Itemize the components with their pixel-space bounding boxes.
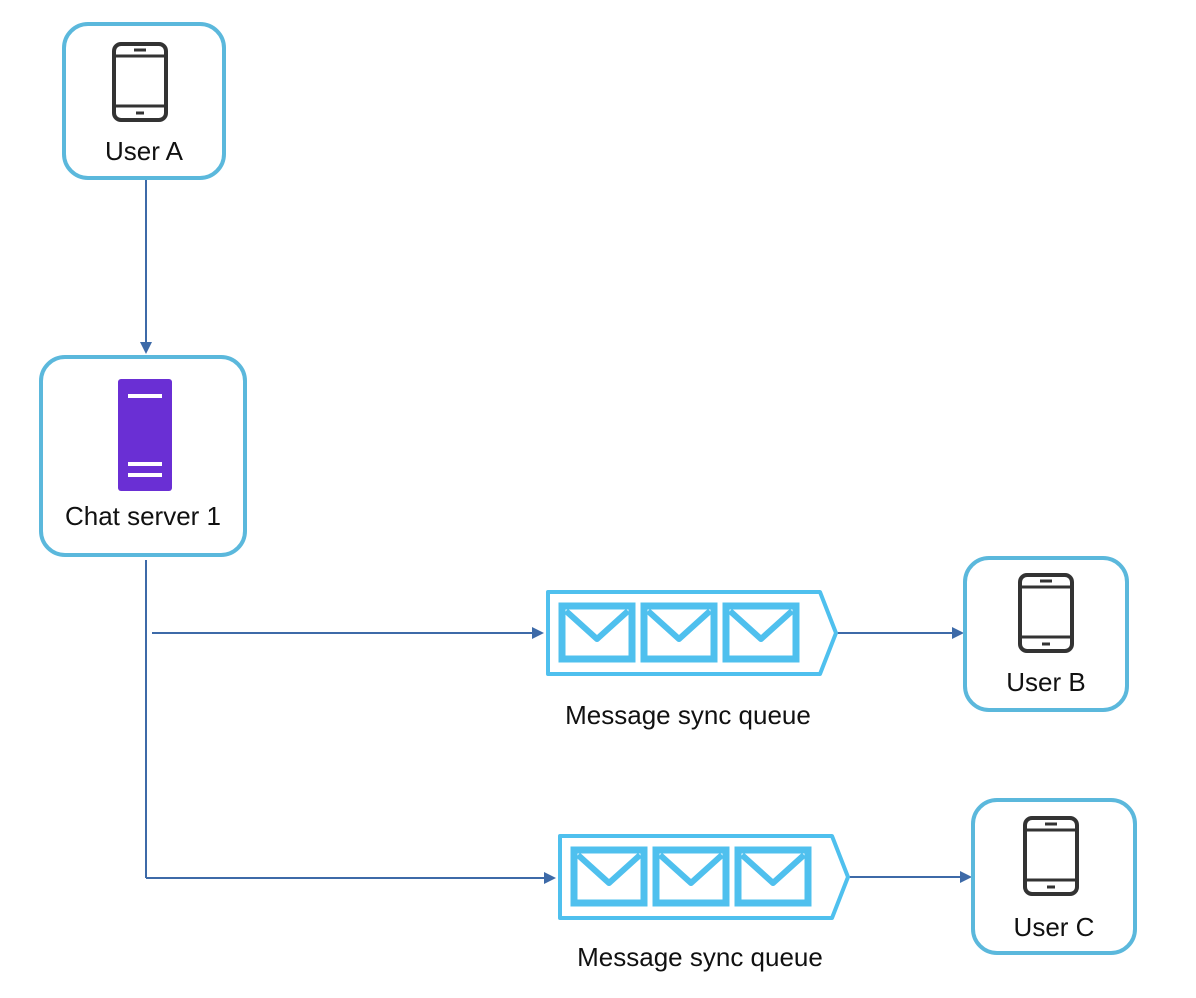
chat-server-node[interactable]: Chat server 1 (39, 355, 247, 557)
message-sync-queue-b (546, 590, 838, 676)
queue-c-label: Message sync queue (577, 942, 823, 972)
envelope-icon (640, 602, 718, 663)
server-icon (118, 379, 172, 491)
user-b-label: User B (1006, 667, 1086, 697)
envelope-icon (652, 846, 730, 907)
user-c-label: User C (1013, 912, 1095, 942)
mobile-phone-icon (1018, 573, 1074, 653)
envelope-icon (722, 602, 800, 663)
user-c-node[interactable]: User C (971, 798, 1137, 955)
queue-b-label: Message sync queue (565, 700, 811, 730)
user-a-label: User A (104, 136, 184, 166)
envelope-icon (558, 602, 636, 663)
mobile-phone-icon (112, 42, 168, 122)
message-sync-queue-c (558, 834, 850, 920)
mobile-phone-icon (1023, 816, 1079, 896)
envelope-icon (570, 846, 648, 907)
chat-server-label: Chat server 1 (64, 501, 222, 531)
user-a-node[interactable]: User A (62, 22, 226, 180)
envelope-icon (734, 846, 812, 907)
user-b-node[interactable]: User B (963, 556, 1129, 712)
